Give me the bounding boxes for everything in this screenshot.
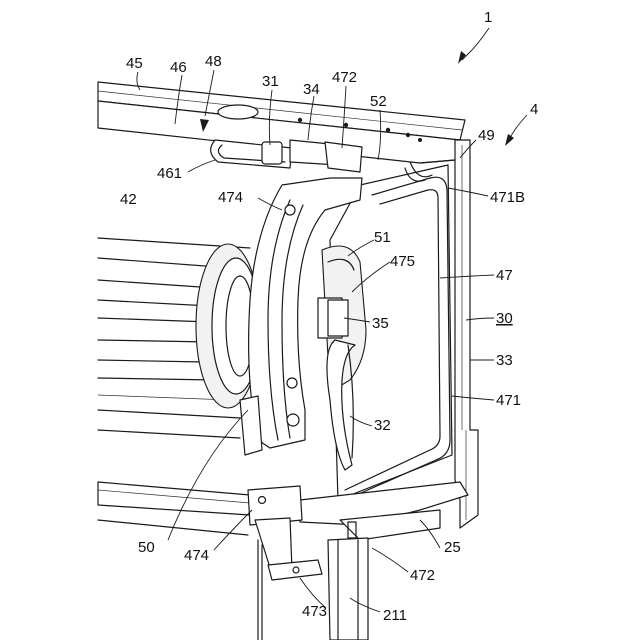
label-472-bottom: 472: [410, 567, 435, 584]
label-34: 34: [303, 81, 320, 98]
label-473: 473: [302, 603, 327, 620]
label-48: 48: [205, 53, 222, 70]
label-475: 475: [390, 253, 415, 270]
label-30: 30: [496, 310, 513, 327]
label-50: 50: [138, 539, 155, 556]
label-42: 42: [120, 191, 137, 208]
label-474-lower: 474: [184, 547, 209, 564]
drum: [98, 238, 260, 438]
bottom-frame: [98, 482, 468, 640]
label-47: 47: [496, 267, 513, 284]
label-25: 25: [444, 539, 461, 556]
label-52: 52: [370, 93, 387, 110]
label-51: 51: [374, 229, 391, 246]
label-474-upper: 474: [218, 189, 243, 206]
label-31: 31: [262, 73, 279, 90]
label-35: 35: [372, 315, 389, 332]
label-1: 1: [484, 9, 492, 26]
label-471: 471: [496, 392, 521, 409]
label-33: 33: [496, 352, 513, 369]
label-4: 4: [530, 101, 538, 118]
label-32: 32: [374, 417, 391, 434]
label-211: 211: [383, 607, 407, 624]
label-49: 49: [478, 127, 495, 144]
label-461: 461: [157, 165, 182, 182]
label-46: 46: [170, 59, 187, 76]
label-471B: 471B: [490, 189, 525, 206]
label-45: 45: [126, 55, 143, 72]
label-472-top: 472: [332, 69, 357, 86]
